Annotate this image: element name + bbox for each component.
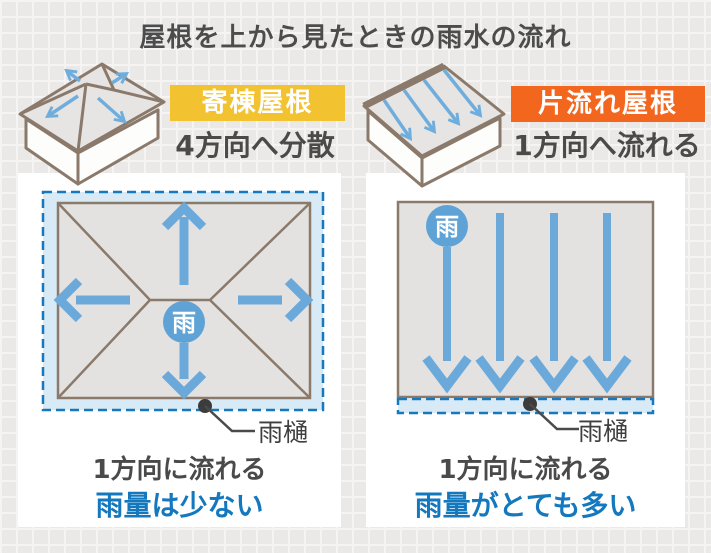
hip-caption-line2: 雨量は少ない: [95, 489, 264, 522]
flow-arrows: [382, 68, 483, 141]
hip-caption-line1: 1方向に流れる: [92, 455, 267, 485]
shed-caption-line1: 1方向に流れる: [438, 455, 613, 485]
shed-roof-high-edge: [362, 62, 446, 110]
rain-circle-label: 雨: [435, 213, 459, 241]
gutter-callout-line: [529, 403, 579, 431]
shed-roof-badge: 片流れ屋根: [511, 86, 705, 122]
hip-ridge-lines: [57, 202, 311, 399]
house-wall: [76, 108, 160, 186]
page-title: 屋根を上から見たときの雨水の流れ: [139, 23, 572, 53]
hip-roof-plan-diagram: 雨: [41, 190, 325, 433]
gutter-callout-line: [204, 405, 255, 433]
shed-roof-subtitle: 1方向へ流れる: [513, 129, 701, 162]
flow-arrows: [422, 213, 632, 394]
shed-caption-line2: 雨量がとても多い: [414, 489, 637, 522]
rain-circle: [163, 301, 205, 343]
flow-arrows: [45, 68, 130, 124]
hipped-roof-3d-icon: [18, 62, 166, 186]
gutter-label: 雨樋: [258, 418, 309, 447]
hip-roof-panel: 雨 雨樋 1方向に流れる 雨量は少ない: [18, 173, 341, 527]
hip-roof-ridge-lines: [19, 63, 165, 152]
shed-roof-3d-icon: [362, 62, 506, 188]
shed-roof-plan-diagram: 雨: [396, 200, 655, 431]
house-wall: [420, 116, 502, 188]
shed-roof-panel: 雨 雨樋 1方向に流れる 雨量がとても多い: [366, 173, 685, 527]
hip-roof-subtitle: 4方向へ分散: [175, 129, 335, 162]
hip-roof-badge: 寄棟屋根: [170, 85, 345, 121]
rain-circle-label: 雨: [172, 309, 196, 337]
gutter-label: 雨樋: [578, 417, 629, 446]
rain-circle: [426, 205, 468, 247]
flow-arrows: [53, 201, 314, 400]
